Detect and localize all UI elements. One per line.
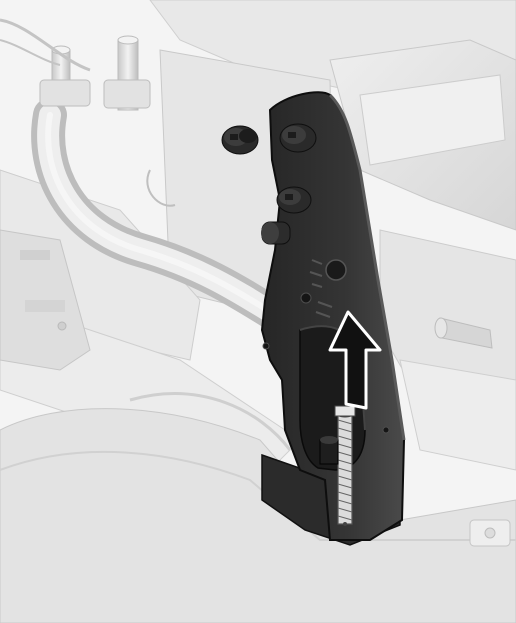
pin-icon <box>434 317 493 349</box>
front-cover <box>0 392 516 623</box>
left-cover <box>0 229 91 371</box>
screw-icon <box>319 405 356 526</box>
coolant-tube <box>31 98 317 347</box>
arrow-up-icon <box>328 310 382 410</box>
bolt-upper-left <box>221 125 259 155</box>
bracket-bolts <box>221 123 317 245</box>
bolt-lower <box>261 221 291 245</box>
bolt-middle <box>276 186 312 214</box>
connector-posts <box>0 18 176 207</box>
bolt-upper-right <box>279 123 317 153</box>
